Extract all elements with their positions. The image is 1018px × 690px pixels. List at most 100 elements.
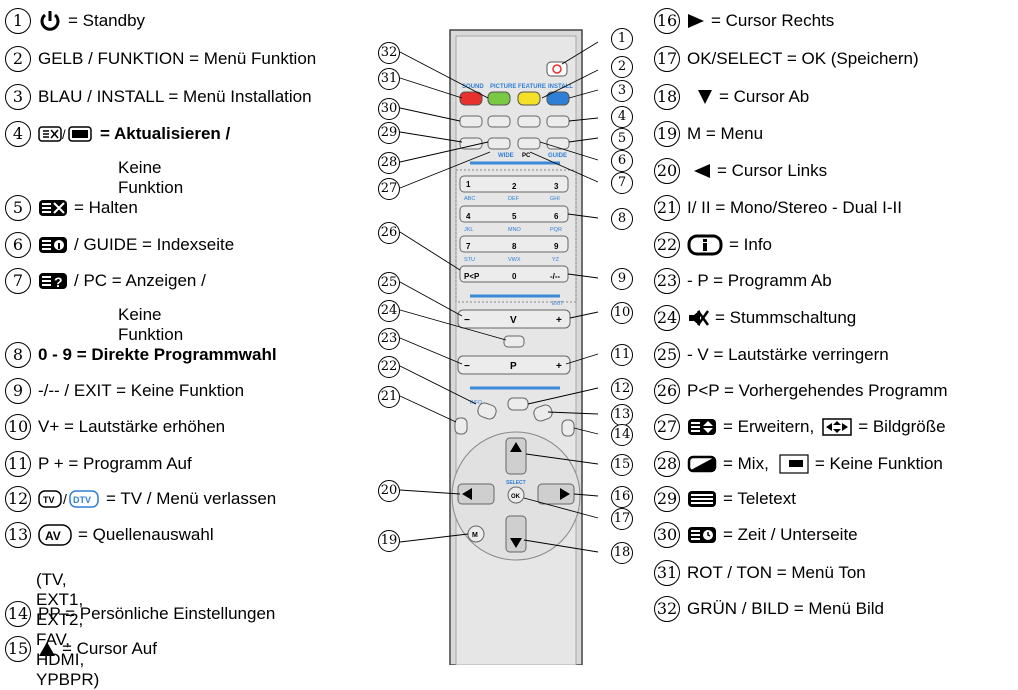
legend-item-25: 25 - V = Lautstärke verringern — [654, 342, 889, 368]
callout-number: 4 — [5, 121, 31, 147]
legend-text: = Standby — [68, 11, 146, 30]
hold-icon — [38, 199, 68, 217]
callout-number: 28 — [654, 451, 680, 477]
blue-button — [546, 91, 570, 106]
callout-14: 14 — [611, 424, 633, 446]
vol-plus: + — [556, 315, 562, 326]
expand-icon — [687, 418, 717, 436]
callout-number: 31 — [654, 560, 680, 586]
legend-text: = Mix, — [723, 454, 769, 473]
callout-number: 24 — [654, 305, 680, 331]
red-button — [459, 91, 483, 106]
legend-item-3: 3 BLAU / INSTALL = Menü Installation — [5, 84, 312, 110]
callout-number: 30 — [654, 522, 680, 548]
legend-continuation: Keine Funktion — [118, 158, 184, 197]
callout-number: 18 — [654, 84, 680, 110]
legend-text: V+ = Lautstärke erhöhen — [38, 417, 226, 436]
legend-text: GRÜN / BILD = Menü Bild — [687, 599, 884, 618]
letters-jkl: JKL — [464, 227, 473, 233]
label-feature: FEATURE — [518, 84, 546, 90]
callout-number: 32 — [654, 596, 680, 622]
callout-number: 17 — [654, 46, 680, 72]
prog-minus: − — [464, 361, 470, 372]
teletext-icon — [687, 490, 717, 508]
callout-number: 19 — [654, 121, 680, 147]
legend-item-7: 7 ? / PC = Anzeigen / — [5, 268, 206, 294]
svg-text:?: ? — [54, 274, 63, 290]
callout-10: 10 — [611, 302, 633, 324]
key-7: 7 — [466, 242, 471, 251]
mix-icon — [687, 455, 717, 473]
legend-item-4: 4 / = Aktualisieren / — [5, 121, 230, 147]
svg-text:AV: AV — [45, 529, 61, 543]
legend-text: = Aktualisieren / — [100, 124, 231, 143]
pp-button — [561, 419, 575, 437]
legend-item-11: 11 P + = Programm Auf — [5, 451, 192, 477]
callout-12: 12 — [611, 378, 633, 400]
legend-item-2: 2 GELB / FUNKTION = Menü Funktion — [5, 46, 316, 72]
callout-32: 32 — [378, 42, 400, 64]
callout-19: 19 — [378, 530, 400, 552]
legend-text: / GUIDE = Indexseite — [74, 235, 235, 254]
legend-item-28: 28 = Mix, = Keine Funktion — [654, 451, 943, 477]
key-prev-program: P<P — [464, 272, 480, 281]
power-icon — [38, 9, 62, 33]
callout-number: 16 — [654, 8, 680, 34]
callout-number: 22 — [654, 232, 680, 258]
legend-item-20: 20 = Cursor Links — [654, 158, 827, 184]
letters-mno: MNO — [508, 227, 522, 233]
legend-item-10: 10 V+ = Lautstärke erhöhen — [5, 414, 225, 440]
legend-text: = Keine Funktion — [814, 454, 943, 473]
letters-vwx: VWX — [508, 257, 521, 263]
callout-4: 4 — [611, 106, 633, 128]
callout-number: 6 — [5, 232, 31, 258]
mute-icon — [687, 308, 709, 328]
legend-text: = Stummschaltung — [715, 308, 857, 327]
callout-15: 15 — [611, 454, 633, 476]
legend-item-31: 31 ROT / TON = Menü Ton — [654, 560, 866, 586]
legend-item-15: 15 = Cursor Auf — [5, 636, 157, 662]
callout-16: 16 — [611, 486, 633, 508]
legend-text: 0 - 9 = Direkte Programmwahl — [38, 345, 277, 364]
callout-27: 27 — [378, 178, 400, 200]
callout-2: 2 — [611, 56, 633, 78]
legend-item-21: 21 I/ II = Mono/Stereo - Dual I-II — [654, 195, 902, 221]
callout-23: 23 — [378, 328, 400, 350]
legend-text: = Cursor Links — [717, 161, 828, 180]
label-wide: WIDE — [498, 153, 514, 159]
av-icon: AV — [38, 524, 72, 546]
legend-text: / PC = Anzeigen / — [74, 271, 206, 290]
callout-number: 12 — [5, 486, 31, 512]
info-button — [477, 402, 497, 420]
label-sound: SOUND — [462, 84, 484, 90]
legend-text: = Teletext — [723, 489, 796, 508]
mute-button — [503, 335, 525, 348]
time-icon — [687, 526, 717, 544]
label-ok: OK — [511, 494, 521, 500]
info-icon — [687, 234, 723, 256]
prog-plus: + — [556, 361, 562, 372]
svg-text:DTV: DTV — [73, 495, 91, 505]
key-0: 0 — [512, 272, 517, 281]
label-m: M — [472, 532, 478, 539]
callout-13: 13 — [611, 404, 633, 426]
left-arrow-icon — [693, 163, 711, 179]
picture-size-icon — [822, 418, 852, 436]
legend-text: = Erweitern, — [723, 417, 815, 436]
legend-item-13: 13 AV = Quellenauswahl — [5, 522, 214, 548]
callout-22: 22 — [378, 356, 400, 378]
legend-text: - P = Programm Ab — [687, 271, 832, 290]
down-button — [505, 515, 527, 553]
legend-item-27: 27 = Erweitern, = Bildgröße — [654, 414, 946, 440]
tv-button — [507, 397, 529, 411]
svg-text:/: / — [62, 127, 66, 142]
legend-item-5: 5 = Halten — [5, 195, 138, 221]
callout-18: 18 — [611, 542, 633, 564]
legend-text: = Cursor Ab — [719, 87, 810, 106]
legend-item-1: 1 = Standby — [5, 8, 145, 34]
callout-9: 9 — [611, 268, 633, 290]
svg-text:/: / — [63, 491, 67, 507]
legend-text: ROT / TON = Menü Ton — [687, 563, 866, 582]
callout-number: 9 — [5, 378, 31, 404]
legend-item-17: 17 OK/SELECT = OK (Speichern) — [654, 46, 919, 72]
